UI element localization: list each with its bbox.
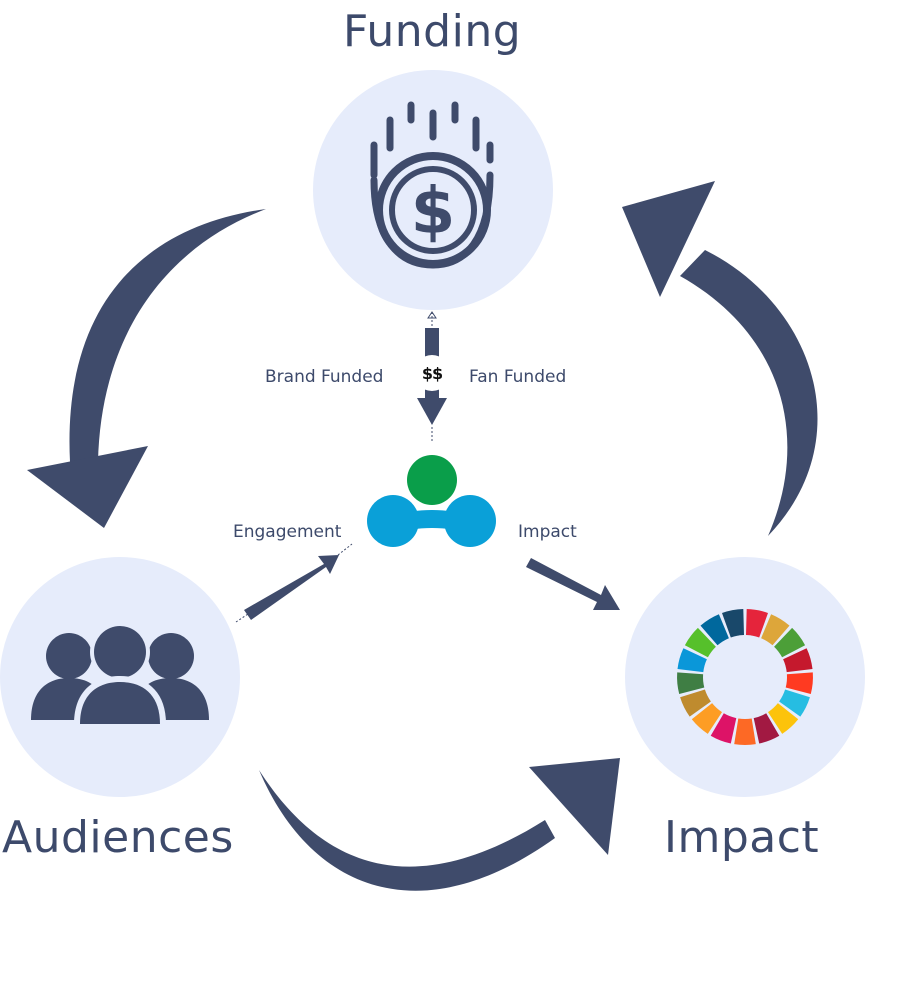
arrow-funding-to-audiences [69, 209, 266, 462]
arrow-audiences-to-impact-head [529, 758, 620, 855]
sdg-wheel-segment [761, 614, 790, 646]
sdg-wheel-segment [774, 627, 806, 658]
sdg-wheel-segment [680, 689, 711, 717]
sdg-wheel-segment [779, 689, 810, 717]
sdg-wheel-segment [684, 627, 716, 658]
arrow-impact-to-funding-head [622, 181, 715, 297]
money-badge: $$ [414, 355, 450, 391]
engagement-label: Engagement [233, 522, 342, 542]
svg-text:$: $ [411, 175, 456, 249]
engagement-flow-arrow [244, 555, 339, 620]
audiences-title: Audiences [2, 812, 234, 863]
impact-flow-arrow [526, 558, 620, 610]
brand-funded-label: Brand Funded [265, 367, 384, 387]
fan-funded-label: Fan Funded [469, 367, 567, 387]
impact-title: Impact [664, 812, 820, 863]
people-group-icon [31, 622, 209, 724]
engagement-flow-dotted-start [235, 613, 249, 623]
impact-flow-label: Impact [518, 522, 577, 542]
funding-flow-head [417, 398, 447, 425]
funding-flow-dotted-tip [427, 311, 437, 319]
sdg-wheel-segment [710, 713, 737, 744]
sdg-wheel-segment [691, 703, 722, 734]
sdg-wheel-segment [783, 648, 813, 673]
funding-title: Funding [343, 6, 522, 57]
sdg-wheel-segment [785, 672, 813, 694]
arrow-audiences-to-impact [259, 770, 555, 891]
sdg-wheel-segment [753, 713, 780, 744]
sdg-color-wheel-icon [677, 609, 813, 745]
sdg-wheel-segment [700, 614, 729, 646]
sdg-wheel-segment [746, 609, 768, 638]
center-logo-icon [367, 455, 496, 547]
sdg-wheel-segment [677, 672, 705, 694]
sdg-wheel-segment [768, 703, 799, 734]
sdg-wheel-segment [734, 718, 756, 745]
sdg-wheel-segment [722, 609, 744, 638]
sdg-wheel-segment [677, 648, 707, 673]
impact-node-circle [625, 557, 865, 797]
engagement-flow-dotted-end [337, 543, 353, 556]
arrow-funding-to-audiences-head [27, 446, 148, 528]
falling-dollar-coin-icon: $ [370, 101, 494, 269]
arrow-impact-to-funding [680, 250, 818, 536]
funding-node-circle [313, 70, 553, 310]
